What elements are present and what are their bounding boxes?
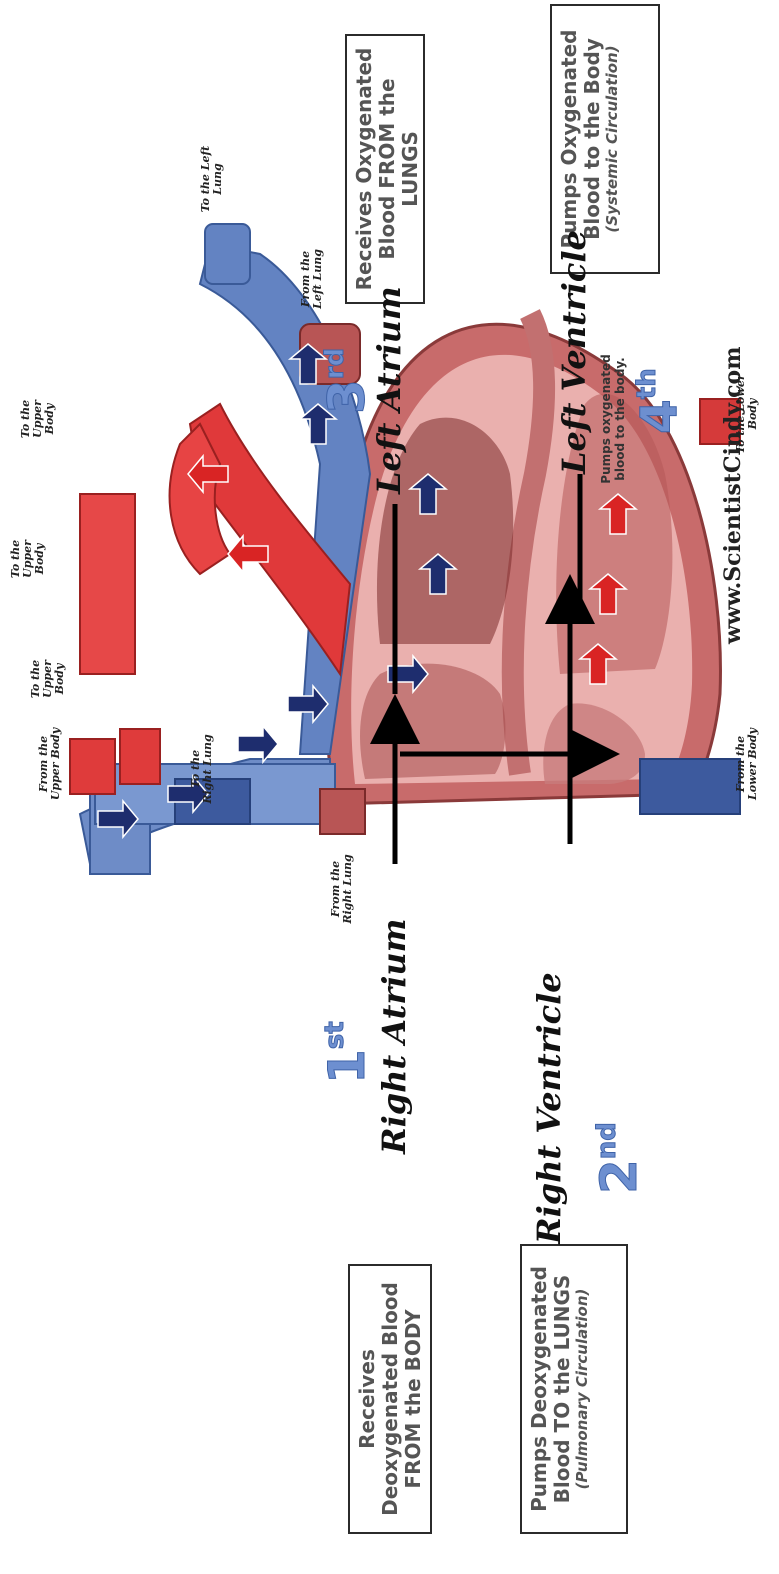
order-fourth-num: 4: [630, 399, 688, 434]
order-second-sup: nd: [592, 1122, 622, 1159]
label-left-ventricle: Left Ventricle: [555, 230, 593, 474]
label-from-lower-body: From the Lower Body: [735, 724, 759, 804]
inferior-vena-cava: [640, 759, 740, 814]
order-first: 1st: [318, 1021, 376, 1084]
order-second: 2nd: [590, 1122, 648, 1194]
label-to-right-lung: To the Right Lung: [190, 734, 214, 804]
box-left-ventricle-text: Pumps Oxygenated Blood to the Body: [557, 30, 604, 249]
label-to-upper-body-3: To the Upper Body: [20, 384, 56, 454]
box-left-atrium-text: Receives Oxygenated Blood FROM the LUNGS: [352, 48, 422, 291]
order-third: 3rd: [318, 348, 376, 414]
label-right-atrium: Right Atrium: [375, 919, 413, 1155]
order-second-num: 2: [590, 1159, 648, 1194]
order-first-sup: st: [320, 1021, 350, 1049]
label-from-right-lung: From the Right Lung: [330, 854, 354, 924]
label-to-upper-body-2: To the Upper Body: [10, 524, 46, 594]
label-left-ventricle-note: Pumps oxygenated blood to the body.: [600, 344, 628, 494]
box-left-atrium: Receives Oxygenated Blood FROM the LUNGS: [345, 34, 425, 304]
watermark: www.ScientistCindy.com: [720, 347, 746, 644]
order-third-sup: rd: [320, 348, 350, 379]
box-right-ventricle: Pumps Deoxygenated Blood TO the LUNGS (P…: [520, 1244, 628, 1534]
box-right-atrium-text: Receives Deoxygenated Blood FROM the BOD…: [355, 1282, 425, 1516]
box-left-ventricle-sub: (Systemic Circulation): [604, 12, 621, 266]
box-right-ventricle-text: Pumps Deoxygenated Blood TO the LUNGS: [527, 1266, 574, 1512]
label-to-left-lung: To the Left Lung: [200, 144, 224, 214]
label-from-left-lung: From the Left Lung: [300, 244, 324, 314]
label-right-ventricle: Right Ventricle: [530, 972, 568, 1244]
pulmonary-branch: [205, 224, 250, 284]
aorta-branch-3: [80, 494, 135, 674]
pulmonary-vein-right: [320, 789, 365, 834]
order-third-num: 3: [318, 379, 376, 414]
order-first-num: 1: [318, 1049, 376, 1084]
label-from-upper-body: From the Upper Body: [38, 724, 62, 804]
label-to-upper-body-1: To the Upper Body: [30, 644, 66, 714]
aorta-branch-1: [70, 739, 115, 794]
right-atrium-chamber: [360, 664, 505, 779]
order-fourth-sup: th: [632, 368, 662, 399]
box-right-atrium: Receives Deoxygenated Blood FROM the BOD…: [348, 1264, 432, 1534]
order-fourth: 4th: [630, 368, 688, 434]
aorta-branch-2: [120, 729, 160, 784]
box-right-ventricle-sub: (Pulmonary Circulation): [574, 1252, 591, 1526]
